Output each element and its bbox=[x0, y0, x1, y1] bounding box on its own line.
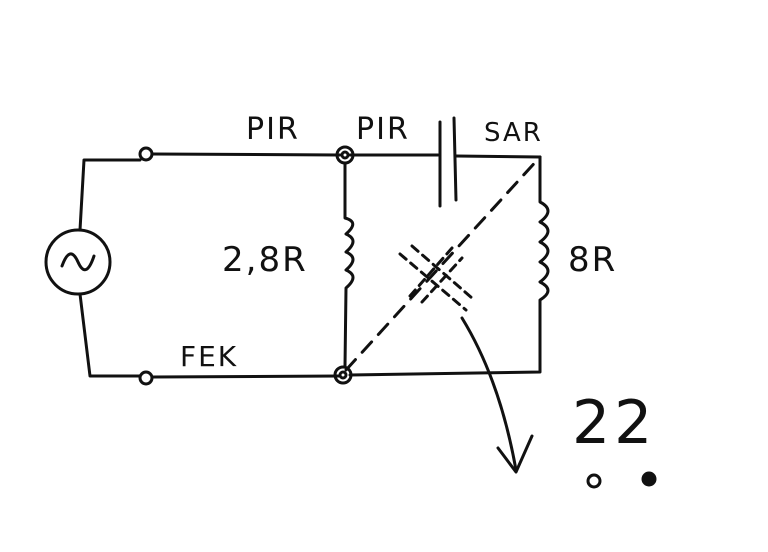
dot-left bbox=[586, 473, 602, 489]
label-node-bottom: FEK bbox=[180, 340, 239, 373]
terminal-bottom bbox=[138, 370, 154, 386]
dot-right bbox=[641, 471, 657, 487]
zigzag-resistor-icon bbox=[343, 162, 355, 368]
capacitor-icon bbox=[438, 116, 458, 208]
terminal-top bbox=[138, 146, 154, 162]
wire-bottom bbox=[150, 374, 342, 379]
wire-top bbox=[150, 152, 342, 157]
label-node-a-right: PIR bbox=[356, 112, 410, 147]
ac-source-icon bbox=[44, 228, 112, 296]
label-node-a-left: PIR bbox=[246, 112, 300, 147]
label-node-top-right: SAR bbox=[484, 118, 543, 148]
node-bottom bbox=[333, 365, 353, 385]
wire-bottom-right bbox=[348, 314, 542, 377]
label-resistor-middle: 2,8R bbox=[222, 240, 308, 280]
cross-out-marks bbox=[398, 244, 474, 312]
wire-top-right bbox=[454, 154, 542, 159]
answer-note: 22 bbox=[572, 388, 657, 458]
dashed-short-wire bbox=[344, 155, 542, 372]
label-resistor-right: 8R bbox=[568, 240, 618, 280]
source-lead-bottom bbox=[78, 292, 142, 378]
arrow-down-icon bbox=[460, 316, 534, 474]
source-lead-top bbox=[78, 158, 142, 232]
zigzag-resistor-icon bbox=[538, 156, 550, 318]
